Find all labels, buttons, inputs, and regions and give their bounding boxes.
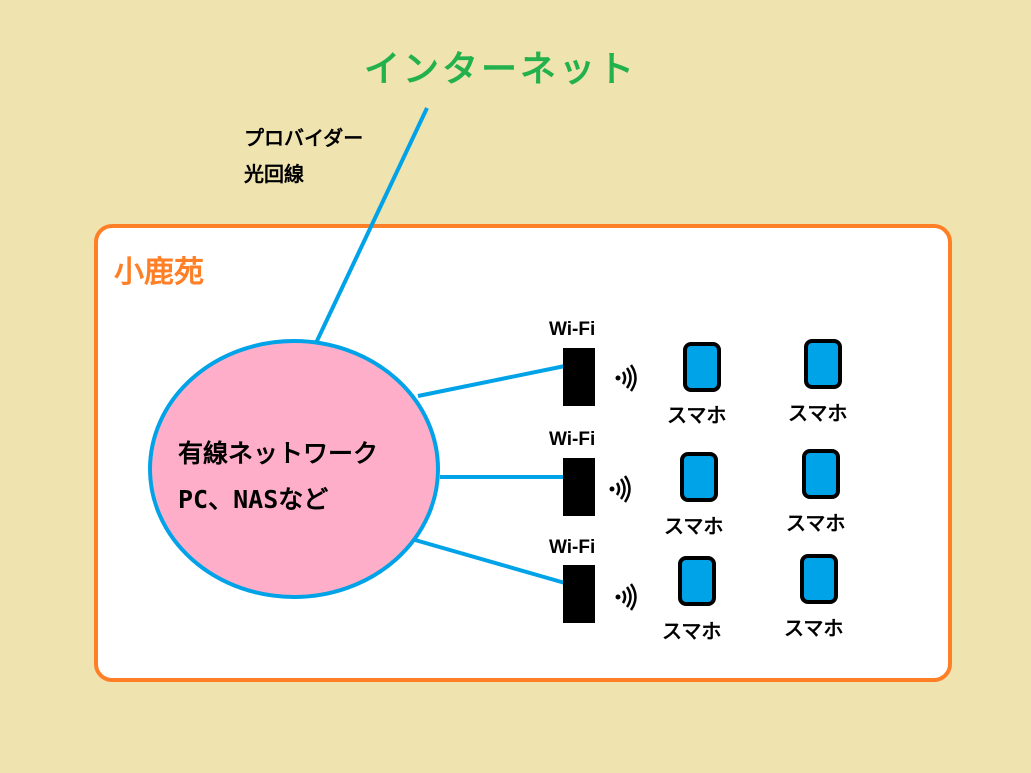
wifi-label: Wi-Fi — [549, 537, 596, 558]
smartphone-label: スマホ — [662, 619, 722, 643]
smartphone-icon — [800, 554, 838, 604]
internet-title: インターネット — [364, 49, 638, 90]
ap-link-line-1 — [417, 364, 566, 398]
wifi-signal-icon — [615, 583, 637, 611]
smartphone-label: スマホ — [788, 401, 848, 425]
wifi-label: Wi-Fi — [549, 429, 596, 450]
smartphone-label: スマホ — [664, 514, 724, 538]
internet-uplink-line — [314, 107, 429, 344]
wifi-signal-icon — [615, 364, 637, 392]
smartphone-label: スマホ — [667, 403, 727, 427]
wifi-access-point — [563, 458, 595, 516]
smartphone-label: スマホ — [784, 616, 844, 640]
smartphone-icon — [680, 452, 718, 502]
campus-label: 小鹿苑 — [114, 255, 204, 290]
ap-link-line-3 — [414, 538, 566, 585]
smartphone-icon — [804, 339, 842, 389]
smartphone-label: スマホ — [786, 511, 846, 535]
wifi-access-point — [563, 348, 595, 406]
wired-lan-label: 有線ネットワーク — [178, 439, 379, 468]
wired-lan-devices-label: PC、NASなど — [178, 485, 329, 514]
provider-label: プロバイダー — [244, 126, 364, 150]
wifi-signal-icon — [609, 475, 631, 503]
smartphone-icon — [678, 556, 716, 606]
fiber-line-label: 光回線 — [244, 162, 304, 186]
smartphone-icon — [802, 449, 840, 499]
smartphone-icon — [683, 342, 721, 392]
wifi-access-point — [563, 565, 595, 623]
wired-lan-ellipse — [148, 339, 440, 599]
wifi-label: Wi-Fi — [549, 319, 596, 340]
